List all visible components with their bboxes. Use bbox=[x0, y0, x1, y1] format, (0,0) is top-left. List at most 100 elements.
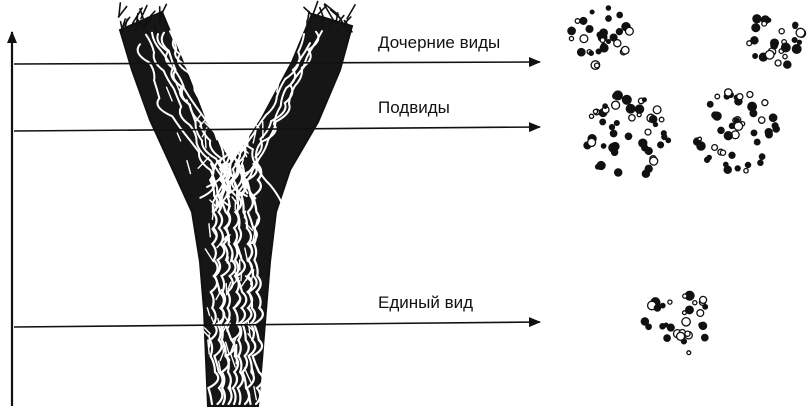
population-individual bbox=[687, 351, 691, 355]
trunk-strand bbox=[290, 22, 291, 29]
trunk-strand bbox=[268, 45, 269, 59]
trunk-strand bbox=[173, 22, 175, 32]
population-individual bbox=[724, 132, 732, 140]
population-individual bbox=[661, 303, 665, 307]
population-individual bbox=[600, 119, 606, 125]
population-individual bbox=[712, 145, 718, 151]
population-individual bbox=[753, 54, 758, 59]
population-individual bbox=[729, 152, 735, 158]
population-individual bbox=[650, 157, 658, 165]
population-individual bbox=[747, 92, 753, 98]
population-cluster-single-species bbox=[641, 291, 708, 354]
label-daughter-species: Дочерние виды bbox=[378, 34, 500, 51]
population-individual bbox=[660, 324, 665, 329]
population-individual bbox=[751, 130, 757, 136]
population-individual bbox=[693, 301, 697, 305]
trunk-strand bbox=[213, 26, 216, 39]
population-individual bbox=[769, 114, 776, 121]
arrow-single-species bbox=[14, 322, 540, 327]
population-individual bbox=[666, 138, 670, 142]
population-individual bbox=[699, 322, 706, 329]
population-individual bbox=[646, 324, 651, 329]
population-individual bbox=[685, 331, 690, 336]
population-individual bbox=[744, 169, 748, 173]
population-individual bbox=[622, 95, 631, 104]
trunk-strand bbox=[201, 22, 204, 29]
trunk-strand bbox=[195, 55, 205, 65]
trunk-strand bbox=[234, 95, 244, 107]
population-individual bbox=[629, 115, 635, 121]
population-individual bbox=[796, 28, 805, 37]
trunk-strand bbox=[289, 52, 292, 58]
label-subspecies: Подвиды bbox=[378, 99, 450, 116]
population-individual bbox=[626, 27, 634, 35]
population-individual bbox=[606, 6, 610, 10]
population-cluster-daughter-right bbox=[747, 15, 806, 68]
population-individual bbox=[607, 40, 611, 44]
population-individual bbox=[615, 169, 622, 176]
population-individual bbox=[775, 60, 781, 66]
population-individual bbox=[614, 91, 623, 100]
population-individual bbox=[667, 324, 674, 331]
arrow-daughter-species bbox=[14, 62, 540, 64]
population-individual bbox=[612, 101, 620, 109]
population-individual bbox=[720, 150, 725, 155]
population-individual bbox=[793, 22, 798, 27]
population-individual bbox=[580, 18, 587, 25]
population-individual bbox=[625, 133, 631, 139]
population-individual bbox=[600, 38, 605, 43]
trunk-strand bbox=[181, 13, 189, 26]
trunk-strand bbox=[191, 46, 196, 54]
population-individual bbox=[751, 37, 758, 44]
trunk-strand bbox=[270, 11, 280, 22]
population-individual bbox=[668, 300, 672, 304]
population-individual bbox=[703, 305, 708, 310]
population-individual bbox=[597, 162, 605, 170]
population-individual bbox=[759, 154, 764, 159]
trunk-strand bbox=[231, 70, 235, 85]
population-individual bbox=[749, 104, 753, 108]
population-individual bbox=[771, 42, 777, 48]
trunk-strand bbox=[271, 32, 273, 45]
population-individual bbox=[645, 148, 652, 155]
population-individual bbox=[752, 24, 760, 32]
population-individual bbox=[614, 121, 619, 126]
population-individual bbox=[590, 10, 594, 14]
population-individual bbox=[715, 94, 720, 99]
trunk-strand bbox=[243, 47, 253, 58]
population-individual bbox=[650, 116, 657, 123]
population-individual bbox=[782, 43, 791, 52]
population-individual bbox=[762, 21, 767, 26]
population-individual bbox=[700, 296, 707, 303]
population-individual bbox=[635, 105, 643, 113]
population-individual bbox=[750, 110, 757, 117]
population-individual bbox=[683, 294, 687, 298]
trunk-strand bbox=[255, 102, 256, 115]
population-individual bbox=[797, 40, 801, 44]
population-individual bbox=[596, 49, 601, 54]
trunk-strand bbox=[205, 133, 206, 148]
population-individual bbox=[601, 43, 605, 47]
population-individual bbox=[758, 160, 763, 165]
population-individual bbox=[658, 142, 664, 148]
population-individual bbox=[664, 335, 670, 341]
population-individual bbox=[575, 19, 580, 24]
population-individual bbox=[606, 16, 611, 21]
population-individual bbox=[580, 35, 588, 43]
population-individual bbox=[697, 310, 704, 317]
population-individual bbox=[773, 126, 779, 132]
population-individual bbox=[735, 118, 739, 122]
population-cluster-subspecies-left bbox=[584, 91, 671, 177]
population-individual bbox=[702, 334, 708, 340]
population-individual bbox=[595, 63, 600, 68]
population-individual bbox=[677, 332, 685, 340]
population-individual bbox=[621, 46, 629, 54]
population-individual bbox=[586, 26, 593, 33]
population-individual bbox=[779, 29, 784, 34]
population-individual bbox=[617, 12, 622, 17]
population-individual bbox=[642, 170, 649, 177]
trunk-strand bbox=[226, 73, 228, 83]
population-individual bbox=[745, 162, 750, 167]
population-individual bbox=[686, 306, 694, 314]
